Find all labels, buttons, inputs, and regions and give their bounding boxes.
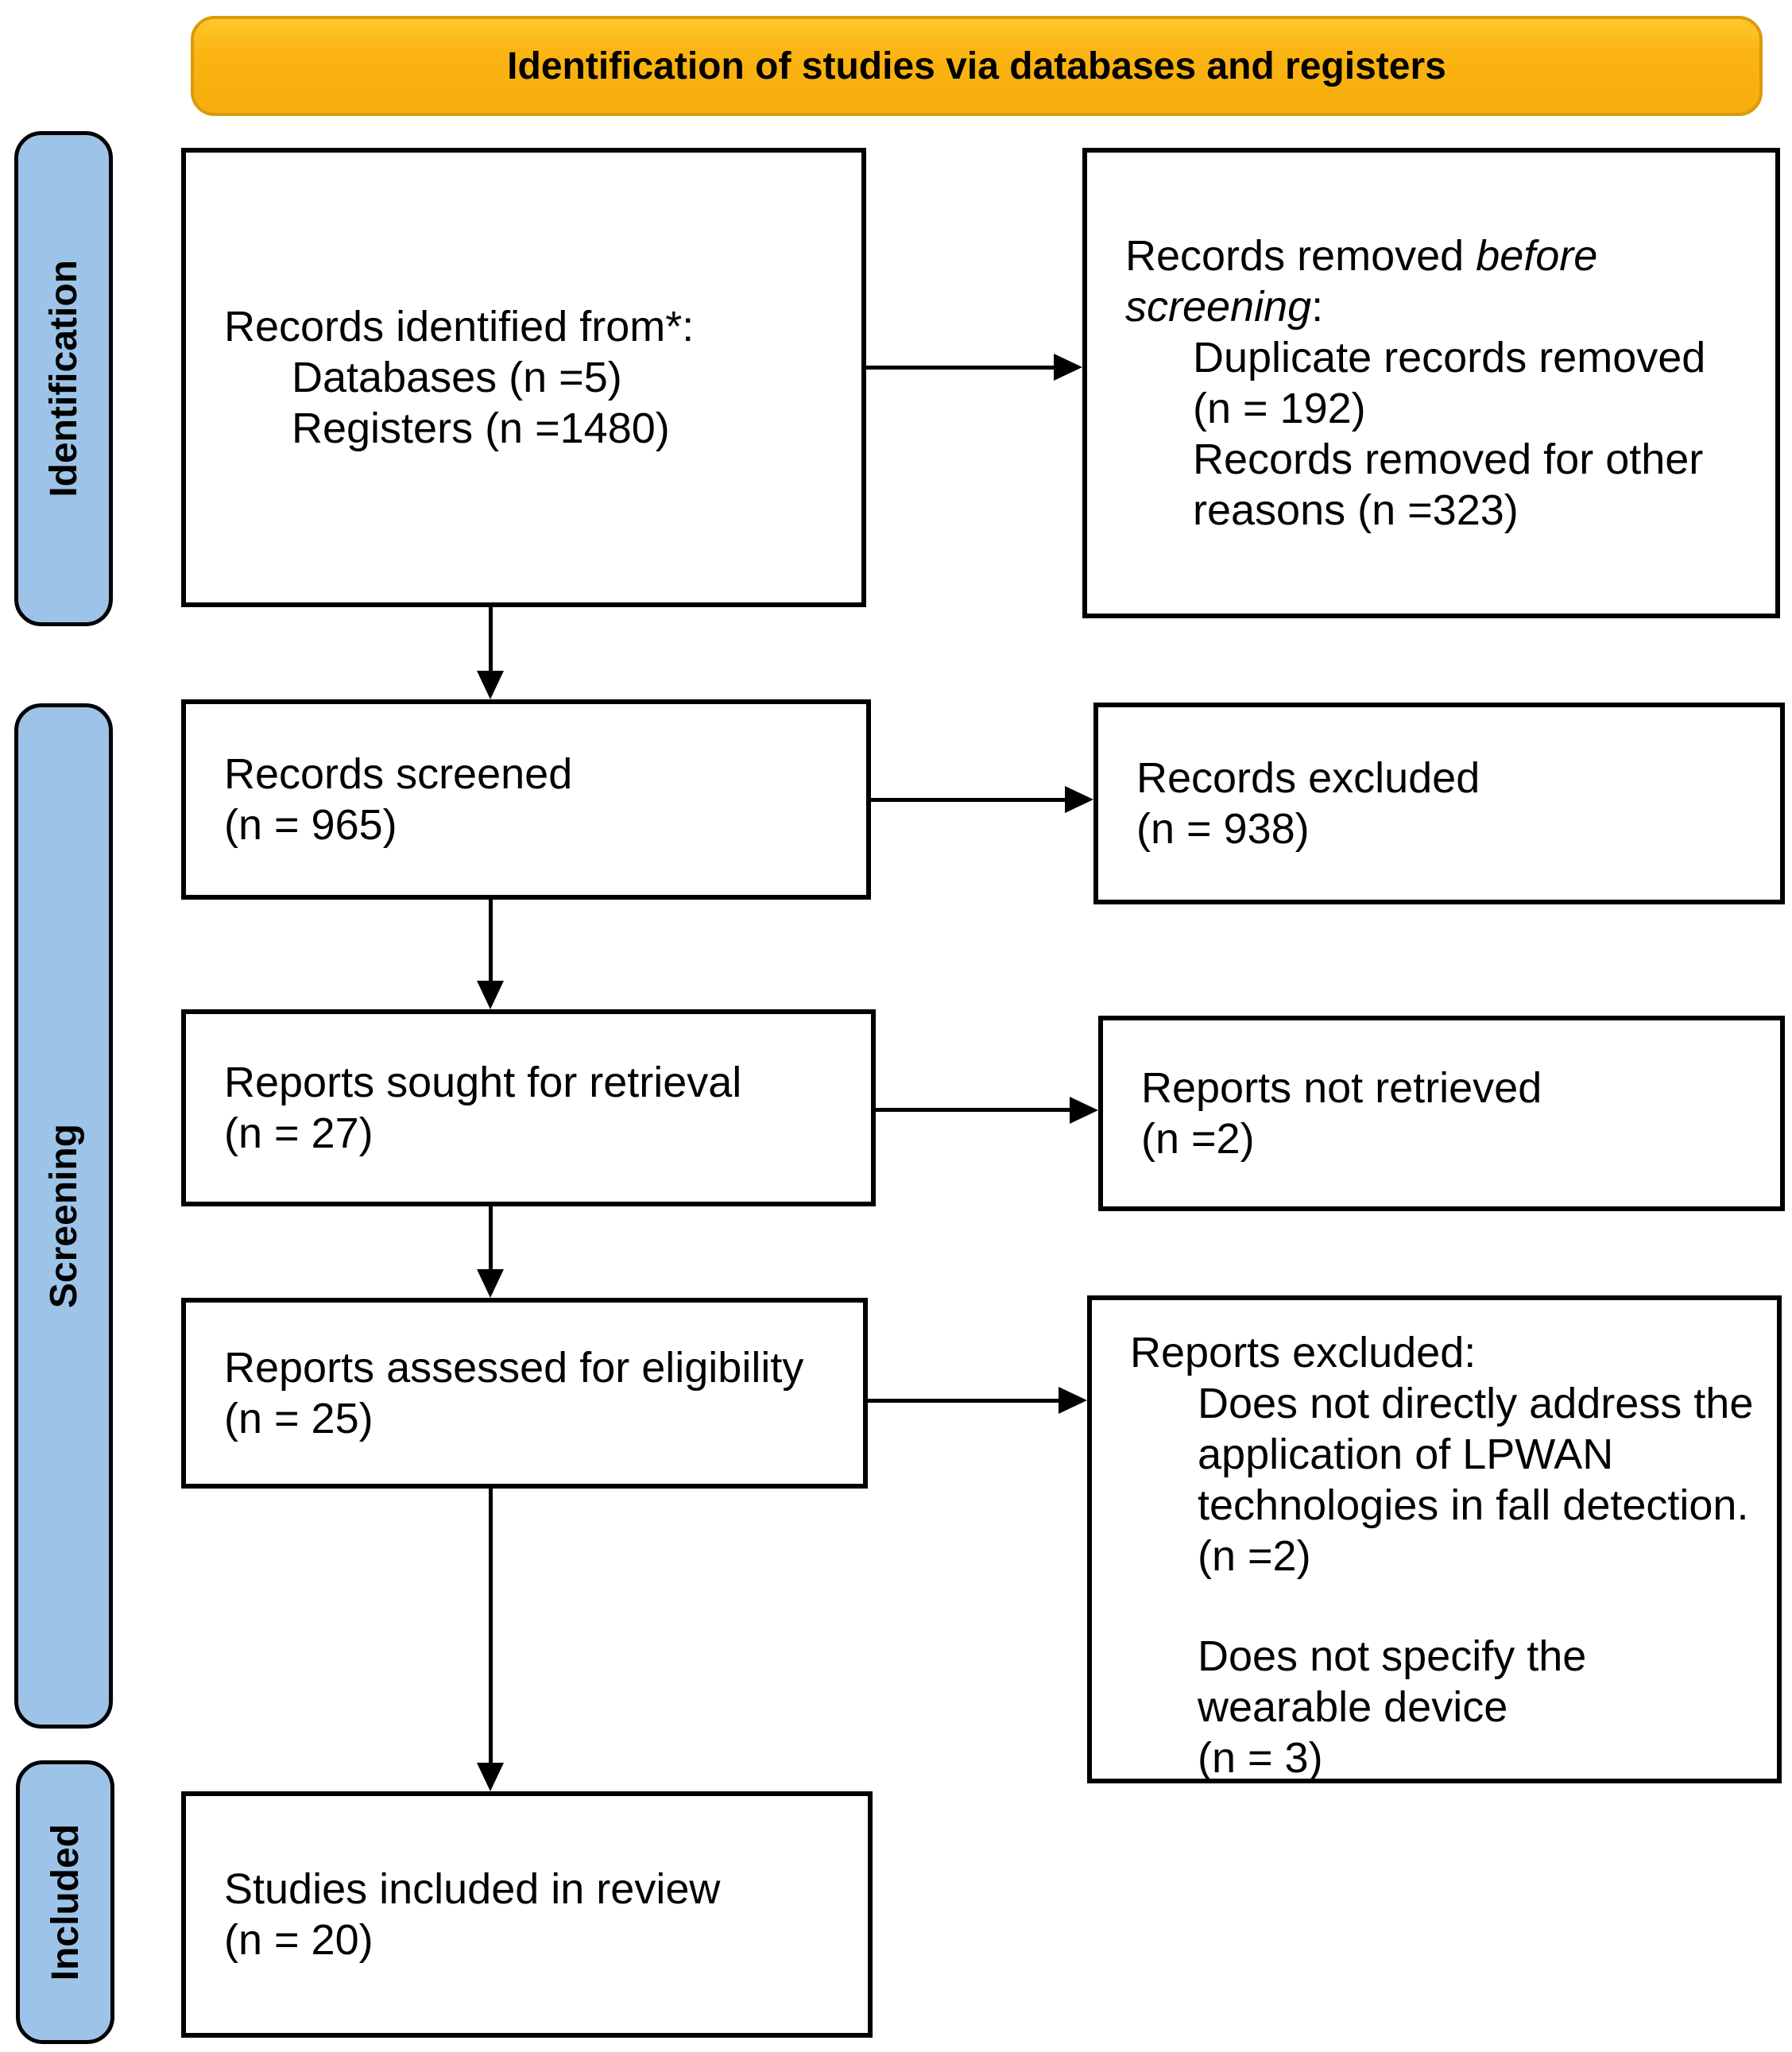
arrow-screened-to-sought: [489, 900, 493, 982]
arrowhead-down-icon: [477, 1763, 504, 1791]
text-line: Records removed for other: [1193, 436, 1704, 483]
text-line: (n = 25): [224, 1395, 373, 1442]
phase-label: Identification: [42, 260, 85, 498]
arrow-sought-to-not-retrieved: [876, 1108, 1073, 1112]
box-reports-assessed: Reports assessed for eligibility (n = 25…: [181, 1298, 868, 1489]
text-line: Records removed before screening:: [1125, 230, 1744, 332]
box-records-screened: Records screened (n = 965): [181, 699, 871, 900]
phase-bar-identification: Identification: [14, 131, 113, 626]
box-reports-excluded: Reports excluded: Does not directly addr…: [1087, 1295, 1782, 1783]
text-line: Databases (n =5): [292, 354, 622, 401]
text-line: Reports excluded:: [1130, 1329, 1477, 1376]
text-line: (n = 3): [1198, 1734, 1323, 1782]
text-line: Records identified from*:: [224, 303, 695, 350]
arrowhead-down-icon: [477, 981, 504, 1009]
text-line: Records excluded: [1136, 754, 1480, 802]
text-segment: Records removed: [1125, 232, 1465, 280]
banner-title: Identification of studies via databases …: [191, 16, 1763, 116]
text-line: application of LPWAN: [1198, 1431, 1614, 1478]
text-line: (n = 27): [224, 1109, 373, 1157]
arrowhead-right-icon: [1059, 1387, 1087, 1414]
arrow-identified-to-screened: [489, 607, 493, 672]
text-line: Registers (n =1480): [292, 405, 670, 452]
arrow-sought-to-assessed: [489, 1206, 493, 1271]
phase-bar-screening: Screening: [14, 703, 113, 1729]
text-line: Records screened: [224, 750, 573, 798]
arrowhead-right-icon: [1070, 1097, 1098, 1124]
box-records-identified: Records identified from*: Databases (n =…: [181, 148, 866, 607]
text-line: technologies in fall detection.: [1198, 1481, 1749, 1529]
box-records-excluded: Records excluded (n = 938): [1093, 703, 1785, 904]
text-line: (n =2): [1198, 1532, 1311, 1580]
text-line: wearable device: [1198, 1683, 1508, 1731]
text-line: (n =2): [1141, 1115, 1255, 1163]
arrow-assessed-to-included: [489, 1489, 493, 1764]
text-line: (n = 192): [1193, 385, 1366, 432]
box-reports-sought: Reports sought for retrieval (n = 27): [181, 1009, 876, 1206]
text-line: (n = 20): [224, 1916, 373, 1964]
arrow-identified-to-removed: [866, 366, 1057, 370]
arrowhead-down-icon: [477, 1269, 504, 1298]
text-segment: :: [1311, 283, 1324, 331]
text-line: Studies included in review: [224, 1865, 721, 1913]
arrowhead-right-icon: [1054, 354, 1082, 381]
banner-title-text: Identification of studies via databases …: [507, 45, 1446, 87]
text-line: Duplicate records removed: [1193, 334, 1706, 381]
phase-label: Screening: [42, 1123, 85, 1309]
text-line: Reports not retrieved: [1141, 1064, 1542, 1112]
text-line: (n = 938): [1136, 805, 1310, 853]
arrowhead-down-icon: [477, 671, 504, 699]
arrowhead-right-icon: [1065, 786, 1093, 813]
box-reports-not-retrieved: Reports not retrieved (n =2): [1098, 1016, 1785, 1211]
text-line: (n = 965): [224, 801, 397, 849]
box-records-removed: Records removed before screening: Duplic…: [1082, 148, 1780, 618]
text-segment-italic: before screening: [1125, 232, 1598, 331]
text-line: Does not directly address the: [1198, 1380, 1754, 1427]
text-line: Does not specify the: [1198, 1632, 1587, 1680]
text-line: Reports sought for retrieval: [224, 1059, 742, 1106]
text-line: Reports assessed for eligibility: [224, 1344, 804, 1392]
phase-label: Included: [44, 1823, 87, 1981]
text-line: reasons (n =323): [1193, 486, 1519, 534]
arrow-assessed-to-reports-excluded: [868, 1399, 1062, 1403]
phase-bar-included: Included: [16, 1760, 114, 2044]
box-studies-included: Studies included in review (n = 20): [181, 1791, 873, 2038]
arrow-screened-to-excluded: [871, 798, 1068, 802]
